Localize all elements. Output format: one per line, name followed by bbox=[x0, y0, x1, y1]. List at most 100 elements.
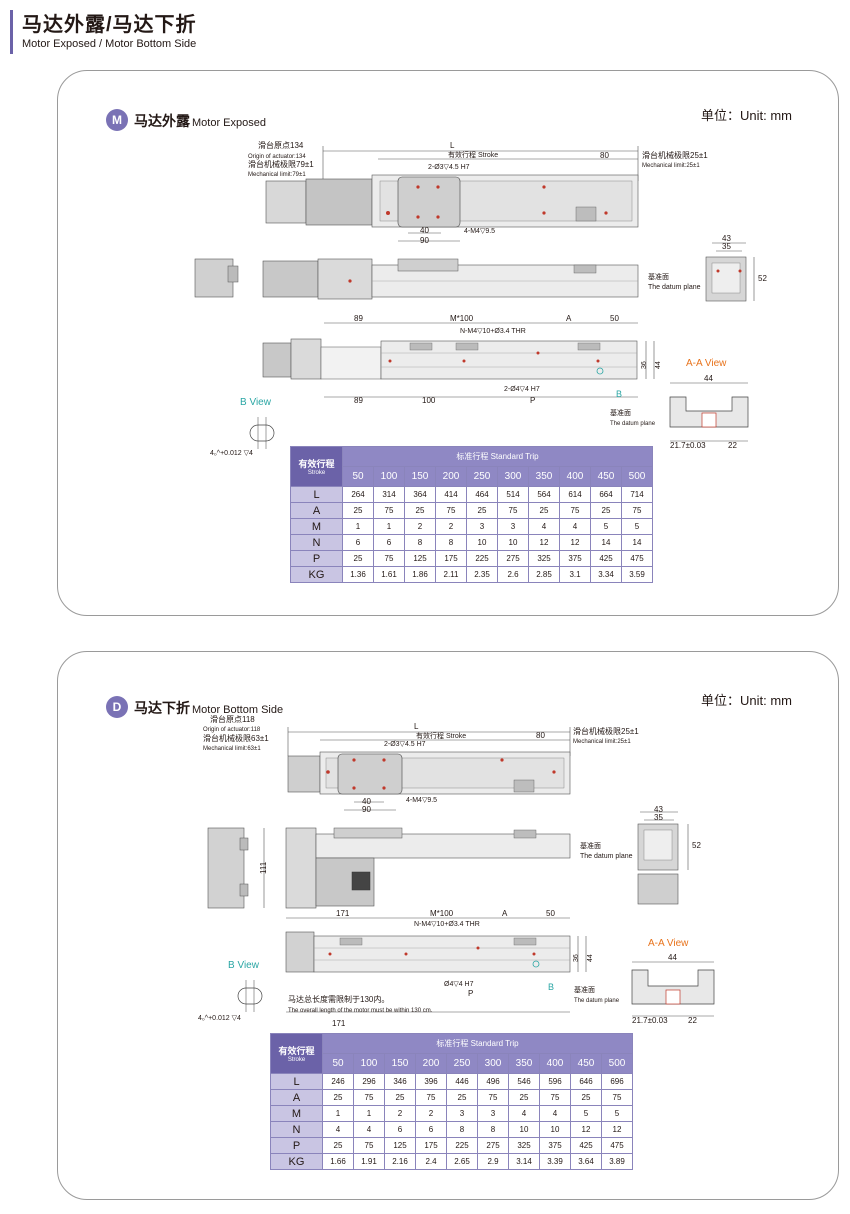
table-cell: 6 bbox=[384, 1121, 416, 1138]
mech-limit-left-zh: 滑台机械极限63±1 bbox=[203, 733, 269, 743]
table-cell: 1.66 bbox=[322, 1153, 354, 1170]
dim-52: 52 bbox=[692, 841, 701, 850]
table-cell: 1.91 bbox=[353, 1153, 385, 1170]
dim-43: 43 bbox=[722, 234, 731, 243]
table-cell: 14 bbox=[621, 534, 653, 551]
table-cell: 325 bbox=[508, 1137, 540, 1154]
table-cell: 396 bbox=[415, 1073, 447, 1090]
motor-length-note-zh: 马达总长度需限制于130内。 bbox=[288, 994, 389, 1004]
table-cell: 75 bbox=[415, 1089, 447, 1106]
table-cell: 125 bbox=[384, 1137, 416, 1154]
hole-spec-3: 2-Ø4▽4 H7 bbox=[504, 386, 540, 393]
page-subtitle: Motor Exposed / Motor Bottom Side bbox=[22, 38, 197, 50]
actuator-side-view bbox=[285, 827, 571, 909]
datum2-label-zh: 基准面 bbox=[574, 985, 595, 994]
table-cell: 10 bbox=[466, 534, 498, 551]
datum-label-zh: 基准面 bbox=[648, 272, 669, 281]
table-cell: 346 bbox=[384, 1073, 416, 1090]
table-cell: 12 bbox=[528, 534, 560, 551]
dim-111: 111 bbox=[259, 861, 268, 874]
table-cell: 12 bbox=[570, 1121, 602, 1138]
table-cell: 75 bbox=[435, 502, 467, 519]
hole-spec-N: N-M4▽10+Ø3.4 THR bbox=[414, 921, 480, 928]
section-title-en: Motor Bottom Side bbox=[192, 704, 284, 716]
table-cell: 3.34 bbox=[590, 566, 622, 583]
table-cell: 414 bbox=[435, 486, 467, 503]
table-cell: 314 bbox=[373, 486, 405, 503]
table-cell: 1 bbox=[342, 518, 374, 535]
table-cell: 1.61 bbox=[373, 566, 405, 583]
table-cell: 364 bbox=[404, 486, 436, 503]
table-cell: 664 bbox=[590, 486, 622, 503]
table-cell: 75 bbox=[353, 1089, 385, 1106]
dim-m100: M*100 bbox=[450, 314, 474, 323]
datum2-label-en: The datum plane bbox=[610, 421, 656, 427]
unit-label: 单位：Unit: mm bbox=[700, 693, 792, 708]
table-cell: 614 bbox=[559, 486, 591, 503]
table-cell: 25 bbox=[322, 1137, 354, 1154]
mech-limit-left-en: Mechanical limit:79±1 bbox=[248, 172, 306, 178]
table-cell: 25 bbox=[528, 502, 560, 519]
stroke-header-cell: 400 bbox=[559, 466, 591, 487]
dim-21-7: 21.7±0.03 bbox=[670, 441, 706, 450]
aa-view-title: A-A View bbox=[686, 358, 727, 369]
dim-50: 50 bbox=[610, 314, 619, 323]
stroke-header-cell: 350 bbox=[528, 466, 560, 487]
row-header-cell: A bbox=[290, 502, 343, 519]
mech-limit-left-zh: 滑台机械极限79±1 bbox=[248, 159, 314, 169]
dim-40: 40 bbox=[420, 226, 429, 235]
aa-view-profile bbox=[631, 969, 715, 1005]
section-badge: M bbox=[106, 109, 128, 131]
stroke-header-cell: 450 bbox=[590, 466, 622, 487]
dim-35: 35 bbox=[722, 242, 731, 251]
dim-171-bottom: 171 bbox=[332, 1019, 346, 1028]
table-cell: 2.85 bbox=[528, 566, 560, 583]
table-cell: 225 bbox=[466, 550, 498, 567]
table-cell: 3 bbox=[497, 518, 529, 535]
table-cell: 425 bbox=[590, 550, 622, 567]
table-cell: 4 bbox=[353, 1121, 385, 1138]
table-cell: 75 bbox=[539, 1089, 571, 1106]
b-view-drawing bbox=[237, 980, 263, 1012]
aa-view-profile bbox=[669, 396, 749, 428]
table-cell: 2 bbox=[384, 1105, 416, 1122]
actuator-bottom-view bbox=[285, 931, 571, 973]
dim-40: 40 bbox=[362, 797, 371, 806]
section-badge: D bbox=[106, 696, 128, 718]
table-cell: 25 bbox=[446, 1089, 478, 1106]
stroke-header-cell: 450 bbox=[570, 1053, 602, 1074]
table-cell: 25 bbox=[508, 1089, 540, 1106]
table-cell: 3.14 bbox=[508, 1153, 540, 1170]
dim-80: 80 bbox=[600, 151, 609, 160]
dim-89-top: 89 bbox=[354, 314, 363, 323]
table-cell: 5 bbox=[570, 1105, 602, 1122]
origin-label-en: Origin of actuator:134 bbox=[248, 154, 306, 160]
stroke-header-cell: 250 bbox=[466, 466, 498, 487]
dim-50: 50 bbox=[546, 909, 555, 918]
b-marker: B bbox=[548, 982, 554, 992]
row-header-cell: A bbox=[270, 1089, 323, 1106]
dim-36: 36 bbox=[641, 361, 648, 369]
table-corner: 有效行程 Stroke bbox=[290, 446, 343, 487]
table-cell: 514 bbox=[497, 486, 529, 503]
table-cell: 75 bbox=[601, 1089, 633, 1106]
table-cell: 3.1 bbox=[559, 566, 591, 583]
table-cell: 25 bbox=[384, 1089, 416, 1106]
table-cell: 1 bbox=[373, 518, 405, 535]
table-cell: 646 bbox=[570, 1073, 602, 1090]
table-cell: 25 bbox=[322, 1089, 354, 1106]
table-cell: 8 bbox=[435, 534, 467, 551]
section-title-en: Motor Exposed bbox=[192, 117, 266, 129]
section-title-zh: 马达下折 bbox=[134, 700, 190, 716]
mech-limit-right-en: Mechanical limit:25±1 bbox=[642, 163, 700, 169]
dim-43: 43 bbox=[654, 805, 663, 814]
dim-22: 22 bbox=[728, 441, 737, 450]
